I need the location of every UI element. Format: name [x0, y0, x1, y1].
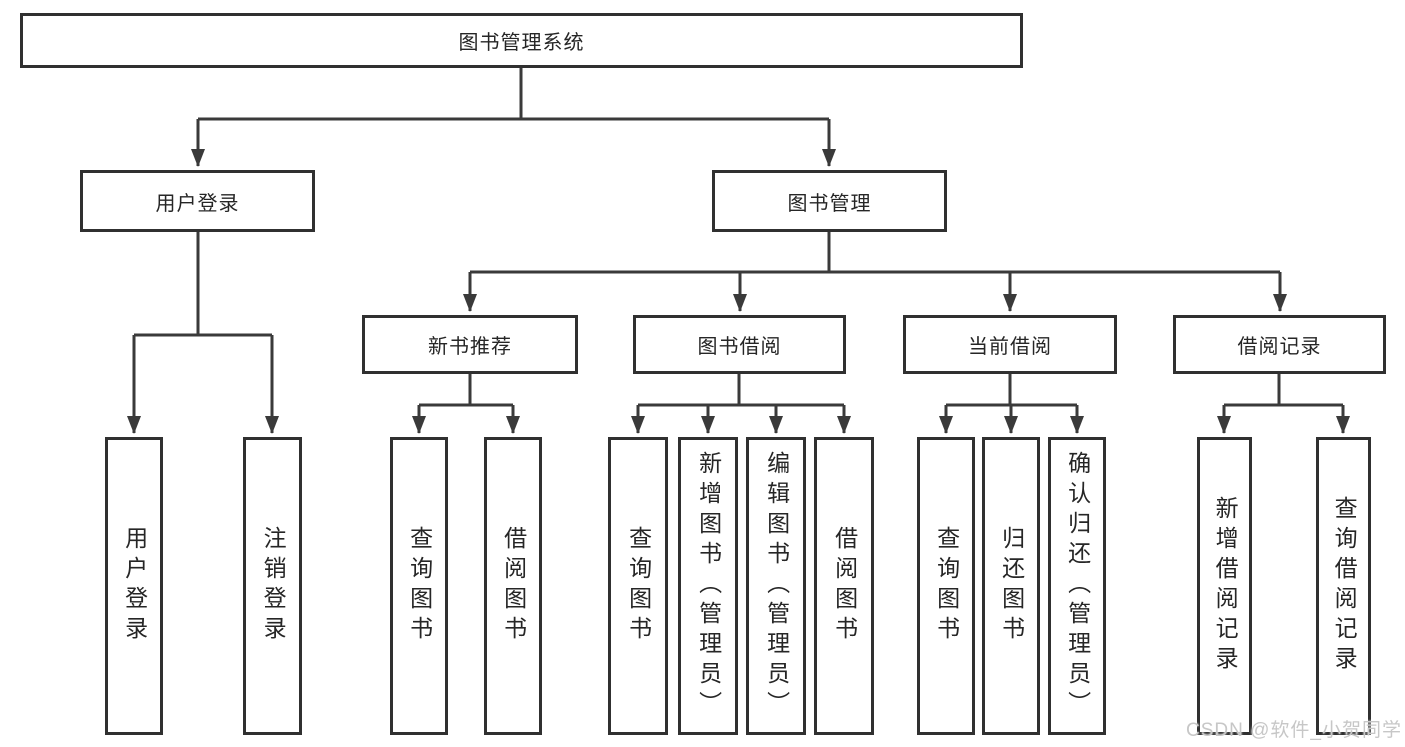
node-current-borrowing: 当前借阅 — [903, 315, 1117, 374]
connector-borrowing-records-trunk — [1224, 374, 1343, 407]
leaf-query-books-recommend: 查询图书 — [390, 437, 448, 735]
node-borrowing-records: 借阅记录 — [1173, 315, 1386, 374]
leaf-borrow-books-recommend: 借阅图书 — [484, 437, 542, 735]
connector-current-borrowing-trunk — [946, 374, 1077, 407]
leaf-user-login: 用户登录 — [105, 437, 163, 735]
leaf-query-borrow-record: 查询借阅记录 — [1316, 437, 1371, 735]
csdn-watermark: CSDN @软件_小贺同学 — [1186, 720, 1402, 741]
leaf-borrow-books-borrowing: 借阅图书 — [814, 437, 874, 735]
connector-new-book-trunk — [419, 374, 513, 407]
node-book-borrowing: 图书借阅 — [633, 315, 846, 374]
leaf-edit-books-admin: 编辑图书（管理员） — [746, 437, 806, 735]
leaf-add-borrow-record: 新增借阅记录 — [1197, 437, 1252, 735]
node-book-management-branch: 图书管理 — [712, 170, 947, 232]
leaf-logout: 注销登录 — [243, 437, 302, 735]
leaf-add-books-admin: 新增图书（管理员） — [678, 437, 738, 735]
leaf-return-books: 归还图书 — [982, 437, 1040, 735]
node-new-book-recommend: 新书推荐 — [362, 315, 578, 374]
leaf-query-books-current: 查询图书 — [917, 437, 975, 735]
connector-user-login-trunk — [134, 232, 272, 337]
connector-book-management-trunk — [470, 232, 1280, 274]
node-system-root: 图书管理系统 — [20, 13, 1023, 68]
connector-root-trunk — [198, 68, 829, 121]
node-user-login-branch: 用户登录 — [80, 170, 315, 232]
connector-book-borrowing-trunk — [638, 374, 844, 407]
leaf-query-books-borrowing: 查询图书 — [608, 437, 668, 735]
leaf-confirm-return-admin: 确认归还（管理员） — [1048, 437, 1106, 735]
